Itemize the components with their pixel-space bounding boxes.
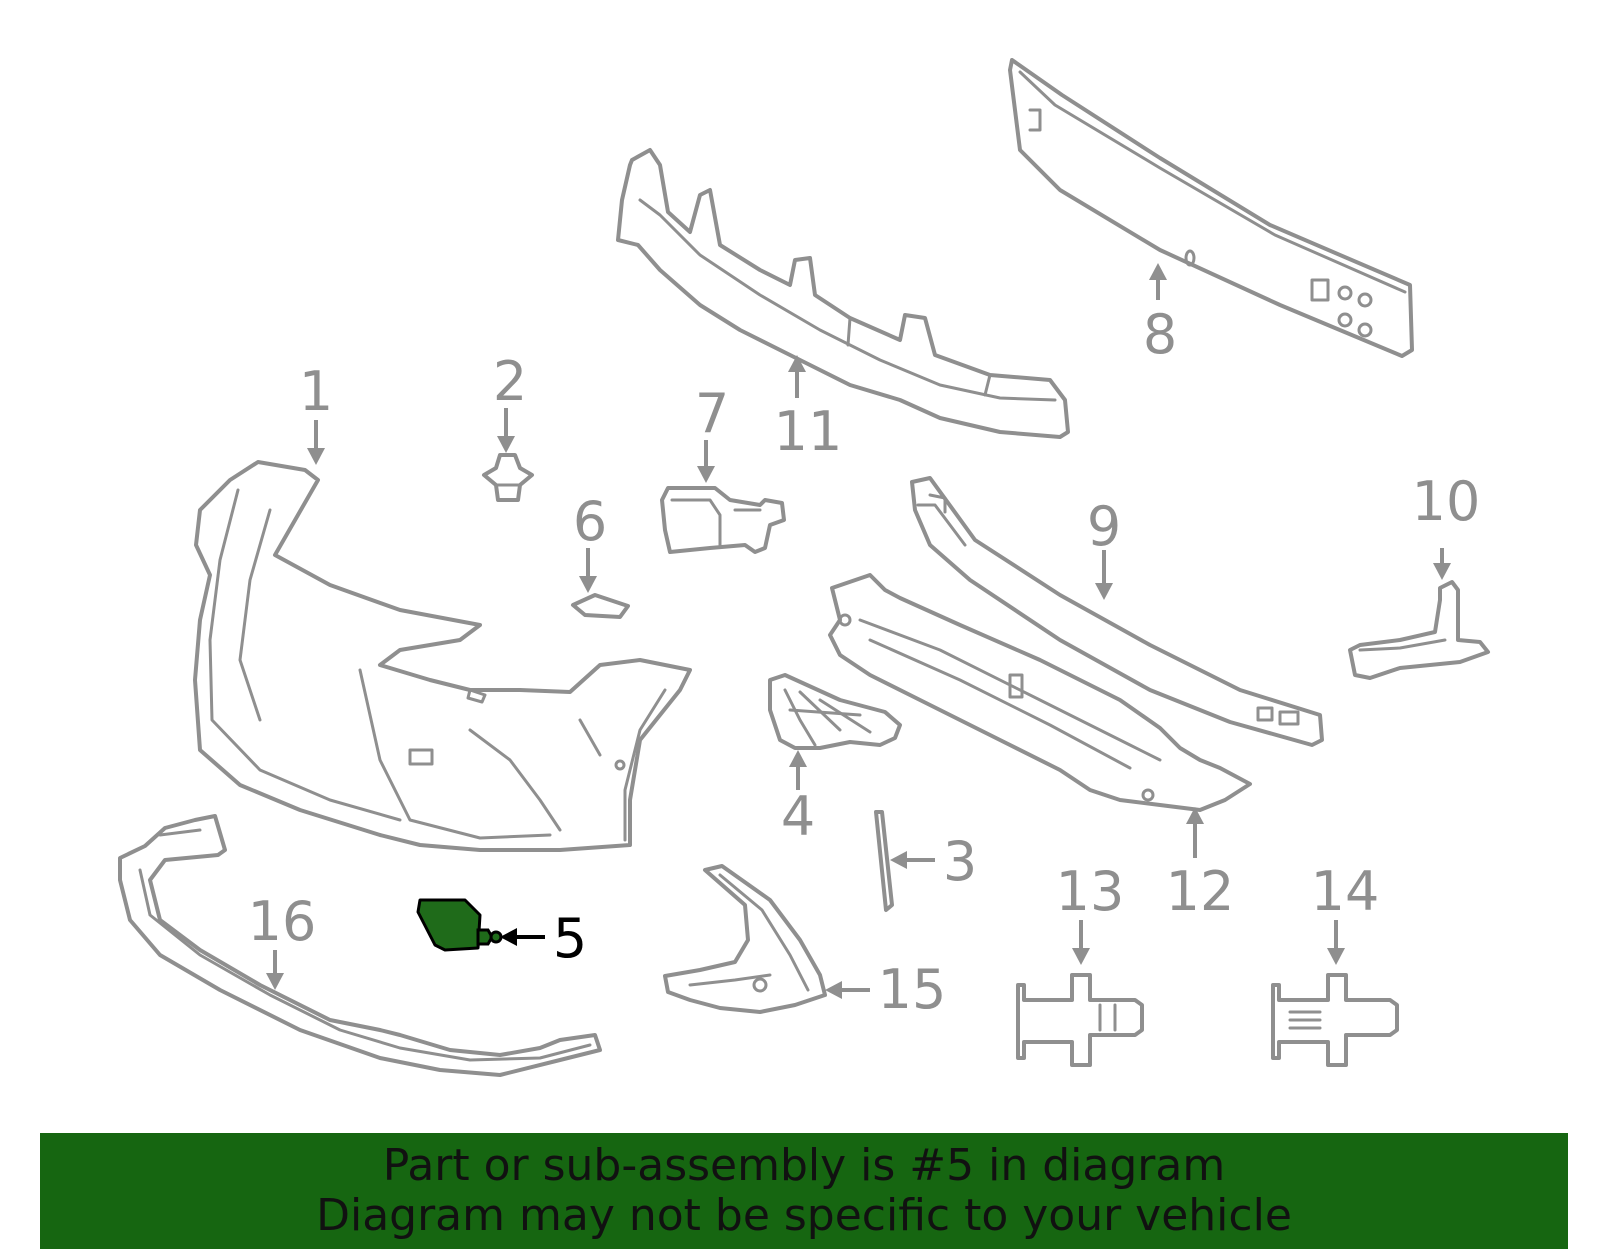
part-7-bracket[interactable] [660, 486, 786, 554]
info-banner: Part or sub-assembly is #5 in diagram Di… [40, 1133, 1568, 1249]
part-13-clip[interactable] [1016, 973, 1144, 1067]
part-11-absorber[interactable] [616, 148, 1070, 439]
callout-16[interactable]: 16 [248, 890, 317, 953]
callout-15[interactable]: 15 [878, 958, 947, 1021]
callout-arrows [266, 263, 1451, 999]
part-4-grille-bracket[interactable] [768, 673, 902, 750]
part-5-highlighted[interactable] [416, 898, 503, 952]
callout-3[interactable]: 3 [943, 830, 977, 893]
callout-5[interactable]: 5 [553, 907, 587, 970]
part-6-pad[interactable] [571, 593, 630, 619]
part-14-clip[interactable] [1271, 973, 1399, 1067]
banner-line-2: Diagram may not be specific to your vehi… [316, 1190, 1292, 1241]
part-8-reinforcement[interactable] [1008, 58, 1414, 358]
part-3-strip[interactable] [874, 810, 894, 912]
callout-7[interactable]: 7 [695, 382, 729, 445]
part-16-lower-spoiler[interactable] [118, 814, 602, 1077]
banner-line-1: Part or sub-assembly is #5 in diagram [382, 1140, 1226, 1191]
callout-14[interactable]: 14 [1311, 860, 1380, 923]
callout-6[interactable]: 6 [573, 490, 607, 553]
callout-12[interactable]: 12 [1166, 860, 1235, 923]
part-12-lower-support[interactable] [828, 573, 1252, 812]
callout-labels: 1 2 3 4 5 6 7 8 9 10 11 12 13 14 15 16 [248, 303, 1481, 1021]
callout-4[interactable]: 4 [781, 785, 815, 848]
part-9-reinforcement[interactable] [910, 476, 1324, 747]
callout-11[interactable]: 11 [774, 400, 843, 463]
callout-10[interactable]: 10 [1412, 470, 1481, 533]
callout-2[interactable]: 2 [493, 350, 527, 413]
callout-9[interactable]: 9 [1087, 495, 1121, 558]
callout-1[interactable]: 1 [299, 360, 333, 423]
callout-13[interactable]: 13 [1056, 860, 1125, 923]
callout-8[interactable]: 8 [1143, 303, 1177, 366]
part-15-side-trim[interactable] [663, 864, 827, 1014]
part-1-bumper-cover[interactable] [193, 460, 692, 852]
part-2-clip[interactable] [482, 453, 534, 502]
part-10-bracket[interactable] [1348, 580, 1490, 680]
